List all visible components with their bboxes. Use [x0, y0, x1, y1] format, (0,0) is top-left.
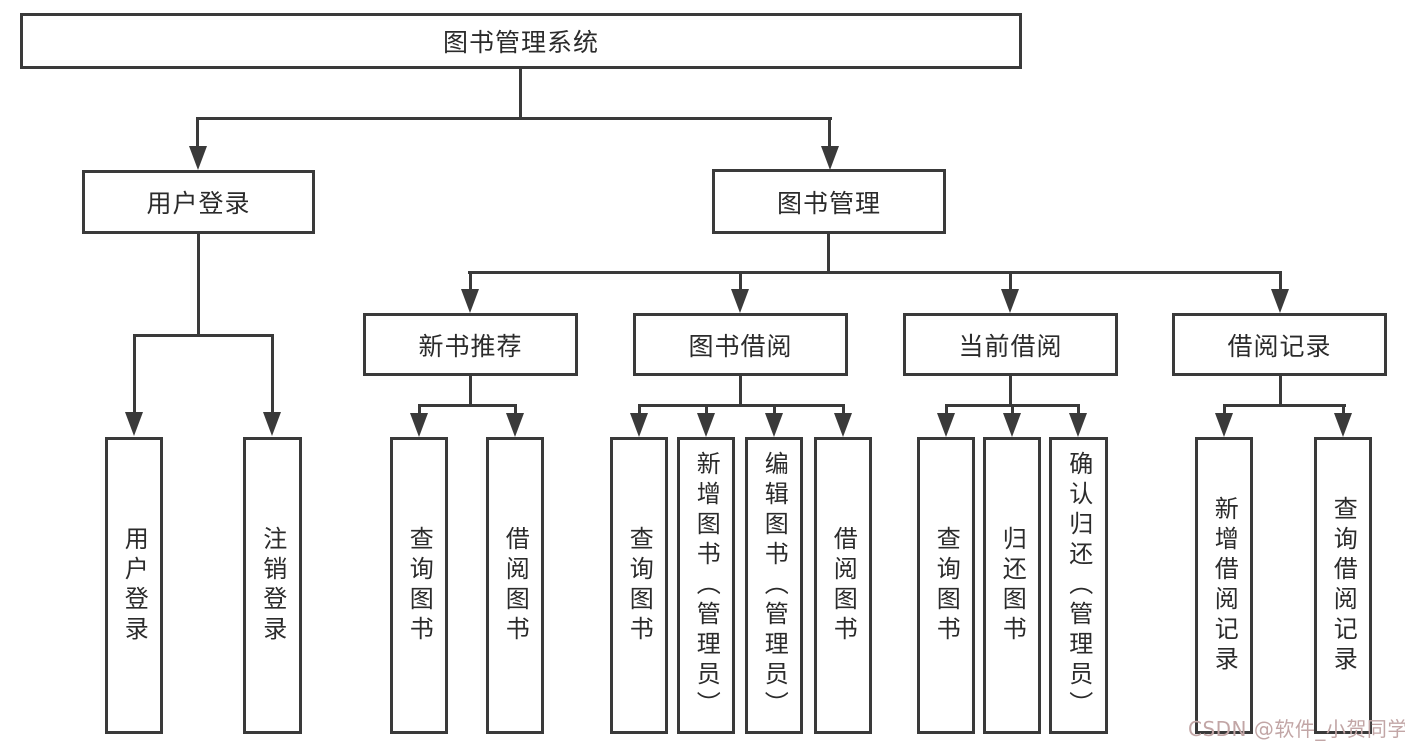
connector-drop: [773, 406, 776, 416]
arrowhead-down-icon: [1271, 289, 1289, 313]
node-newbook-query-book: 查询图书: [390, 437, 448, 734]
node-records-query-record: 查询借阅记录: [1314, 437, 1372, 734]
arrowhead-down-icon: [1003, 413, 1021, 437]
node-borrow-query-book: 查询图书: [610, 437, 668, 734]
arrowhead-down-icon: [630, 413, 648, 437]
arrowhead-down-icon: [765, 413, 783, 437]
connector-stem: [1279, 376, 1282, 406]
node-current-confirm-return-admin: 确认归还（管理员）: [1049, 437, 1108, 734]
connector-stem: [197, 233, 200, 336]
node-borrow-records: 借阅记录: [1172, 313, 1387, 376]
node-logout-leaf: 注销登录: [243, 437, 302, 734]
connector-stem: [827, 233, 830, 273]
node-records-add-record: 新增借阅记录: [1195, 437, 1253, 734]
node-current-borrow: 当前借阅: [903, 313, 1118, 376]
connector-drop: [418, 406, 421, 416]
connector-drop: [1279, 273, 1282, 291]
connector-branch: [196, 117, 832, 120]
connector-drop: [828, 119, 831, 149]
node-current-return-book: 归还图书: [983, 437, 1041, 734]
node-book-management: 图书管理: [712, 169, 946, 234]
connector-drop: [133, 336, 136, 414]
arrowhead-down-icon: [189, 146, 207, 170]
arrowhead-down-icon: [1215, 413, 1233, 437]
connector-stem: [1009, 376, 1012, 406]
connector-branch: [1223, 404, 1346, 407]
node-new-book-recommend: 新书推荐: [363, 313, 578, 376]
arrowhead-down-icon: [821, 146, 839, 170]
connector-branch: [133, 334, 274, 337]
node-book-borrow: 图书借阅: [633, 313, 848, 376]
node-borrow-edit-book-admin: 编辑图书（管理员）: [745, 437, 803, 734]
arrowhead-down-icon: [125, 412, 143, 436]
connector-drop: [469, 273, 472, 291]
connector-drop: [1223, 406, 1226, 416]
arrowhead-down-icon: [697, 413, 715, 437]
node-current-query-book: 查询图书: [917, 437, 975, 734]
node-borrow-borrow-book: 借阅图书: [814, 437, 872, 734]
connector-stem: [519, 68, 522, 120]
connector-drop: [1009, 273, 1012, 291]
arrowhead-down-icon: [1069, 413, 1087, 437]
arrowhead-down-icon: [263, 412, 281, 436]
connector-drop: [271, 336, 274, 414]
arrowhead-down-icon: [1334, 413, 1352, 437]
node-user-login: 用户登录: [82, 170, 315, 234]
connector-drop: [739, 273, 742, 291]
connector-branch: [945, 404, 1080, 407]
arrowhead-down-icon: [461, 289, 479, 313]
arrowhead-down-icon: [731, 289, 749, 313]
connector-drop: [1342, 406, 1345, 416]
connector-drop: [514, 406, 517, 416]
arrowhead-down-icon: [1001, 289, 1019, 313]
node-root: 图书管理系统: [20, 13, 1022, 69]
connector-drop: [196, 119, 199, 149]
connector-drop: [945, 406, 948, 416]
connector-stem: [469, 376, 472, 406]
connector-drop: [1077, 406, 1080, 416]
connector-branch: [418, 404, 517, 407]
connector-stem: [739, 376, 742, 406]
connector-drop: [842, 406, 845, 416]
node-borrow-add-book-admin: 新增图书（管理员）: [677, 437, 735, 734]
arrowhead-down-icon: [506, 413, 524, 437]
connector-drop: [705, 406, 708, 416]
csdn-watermark: CSDN @软件_小贺同学: [1188, 717, 1405, 741]
arrowhead-down-icon: [937, 413, 955, 437]
connector-drop: [1011, 406, 1014, 416]
connector-drop: [638, 406, 641, 416]
node-user-login-leaf: 用户登录: [105, 437, 163, 734]
connector-branch: [468, 271, 1282, 274]
arrowhead-down-icon: [834, 413, 852, 437]
arrowhead-down-icon: [410, 413, 428, 437]
connector-branch: [638, 404, 845, 407]
node-newbook-borrow-book: 借阅图书: [486, 437, 544, 734]
